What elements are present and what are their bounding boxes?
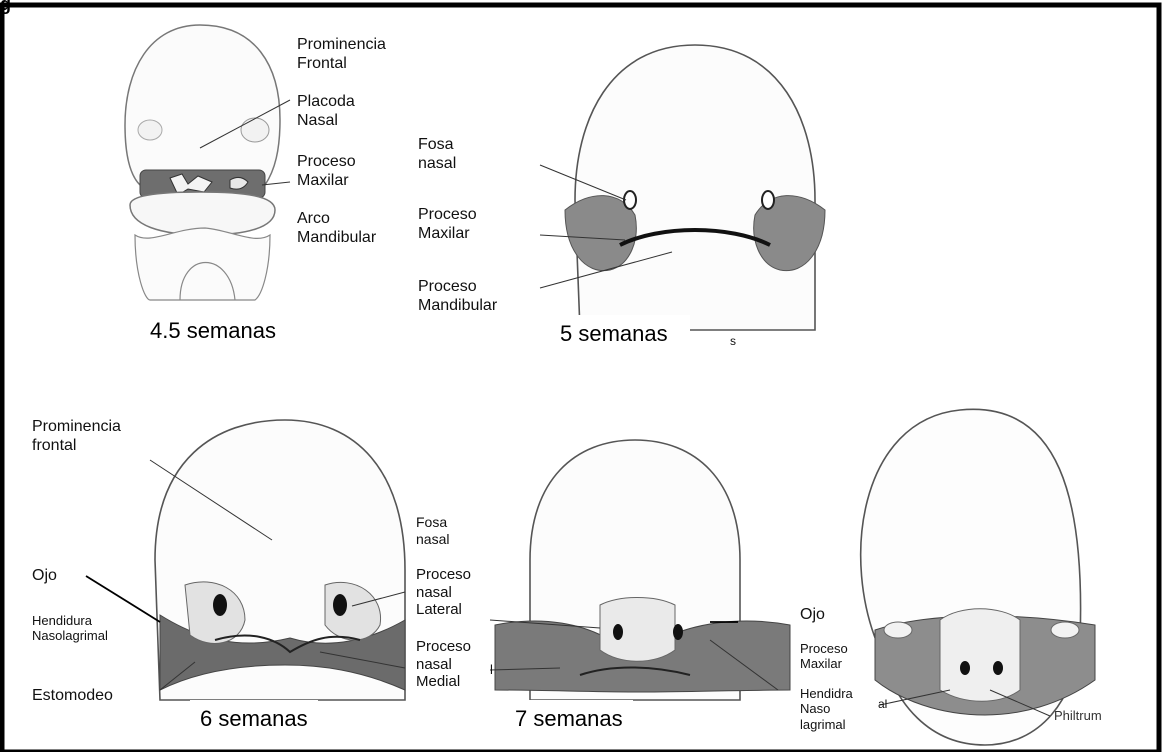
label-line: Proceso — [416, 566, 471, 584]
label-line: Maxilar — [418, 225, 477, 244]
label-ojo-6: Ojo — [32, 567, 57, 586]
stray-mark: s — [730, 334, 736, 348]
label-partial-left: l — [490, 662, 493, 677]
label-arco-mandibular: Arco Mandibular — [297, 210, 376, 248]
label-line: Nasolagrimal — [32, 628, 108, 643]
label-line: Prominencia — [32, 418, 121, 437]
label-prominencia-frontal-6: Prominencia frontal — [32, 418, 121, 456]
label-line: Mandibular — [418, 297, 497, 316]
label-line: Placoda — [297, 93, 355, 112]
label-line: Proceso — [418, 278, 497, 297]
label-line: Mandibular — [297, 229, 376, 248]
label-proceso-maxilar-5: Proceso Maxilar — [418, 206, 477, 244]
label-line: nasal — [416, 656, 471, 674]
label-line: Naso — [800, 701, 853, 716]
label-estomodeo: Estomodeo — [32, 687, 113, 706]
figure-corner-label: g — [0, 0, 11, 15]
label-line: Proceso — [297, 153, 356, 172]
label-proceso-maxilar-7: Proceso Maxilar — [800, 641, 848, 672]
label-fosa-nasal-5: Fosa nasal — [418, 136, 456, 174]
embryo-4-5-weeks — [125, 25, 290, 300]
label-partial-right: al — [878, 697, 887, 711]
embryo-7-weeks — [490, 440, 790, 700]
label-prominencia-frontal-45: Prominencia Frontal — [297, 36, 386, 74]
label-line: Lateral — [416, 601, 471, 619]
label-line: lagrimal — [800, 717, 853, 732]
label-line: nasal — [418, 155, 456, 174]
label-proceso-mandibular: Proceso Mandibular — [418, 278, 497, 316]
stage-label-5: 5 semanas — [550, 315, 690, 353]
label-line: Prominencia — [297, 36, 386, 55]
stage-label-4-5: 4.5 semanas — [140, 312, 286, 350]
label-line: Fosa — [416, 514, 449, 531]
label-line: Medial — [416, 673, 471, 691]
label-line: Nasal — [297, 112, 355, 131]
embryo-late — [861, 409, 1095, 745]
label-proceso-maxilar-45: Proceso Maxilar — [297, 153, 356, 191]
label-line: nasal — [416, 584, 471, 602]
label-line: Maxilar — [800, 656, 848, 671]
embryo-5-weeks — [540, 45, 825, 330]
label-philtrum: Philtrum — [1054, 708, 1102, 723]
label-line: frontal — [32, 437, 121, 456]
label-hendidra-nasolagrimal: Hendidra Naso lagrimal — [800, 686, 853, 736]
label-line: Maxilar — [297, 172, 356, 191]
label-proceso-nasal-medial: Proceso nasal Medial — [416, 638, 471, 691]
label-proceso-nasal-lateral: Proceso nasal Lateral — [416, 566, 471, 619]
stage-label-7: 7 semanas — [505, 700, 633, 738]
label-line: Hendidura — [32, 613, 108, 628]
label-placoda-nasal: Placoda Nasal — [297, 93, 355, 131]
stage-label-6: 6 semanas — [190, 700, 318, 738]
embryo-6-weeks — [86, 420, 405, 700]
label-line: Arco — [297, 210, 376, 229]
label-line: nasal — [416, 531, 449, 548]
label-line: Proceso — [416, 638, 471, 656]
label-ojo-7: Ojo — [800, 606, 825, 625]
label-fosa-nasal-6: Fosa nasal — [416, 514, 449, 547]
label-line: Hendidra — [800, 686, 853, 701]
label-line: Proceso — [418, 206, 477, 225]
label-line: Proceso — [800, 641, 848, 656]
label-line: Fosa — [418, 136, 456, 155]
label-line: Frontal — [297, 55, 386, 74]
label-hendidura-nasolagrimal: Hendidura Nasolagrimal — [32, 613, 108, 644]
